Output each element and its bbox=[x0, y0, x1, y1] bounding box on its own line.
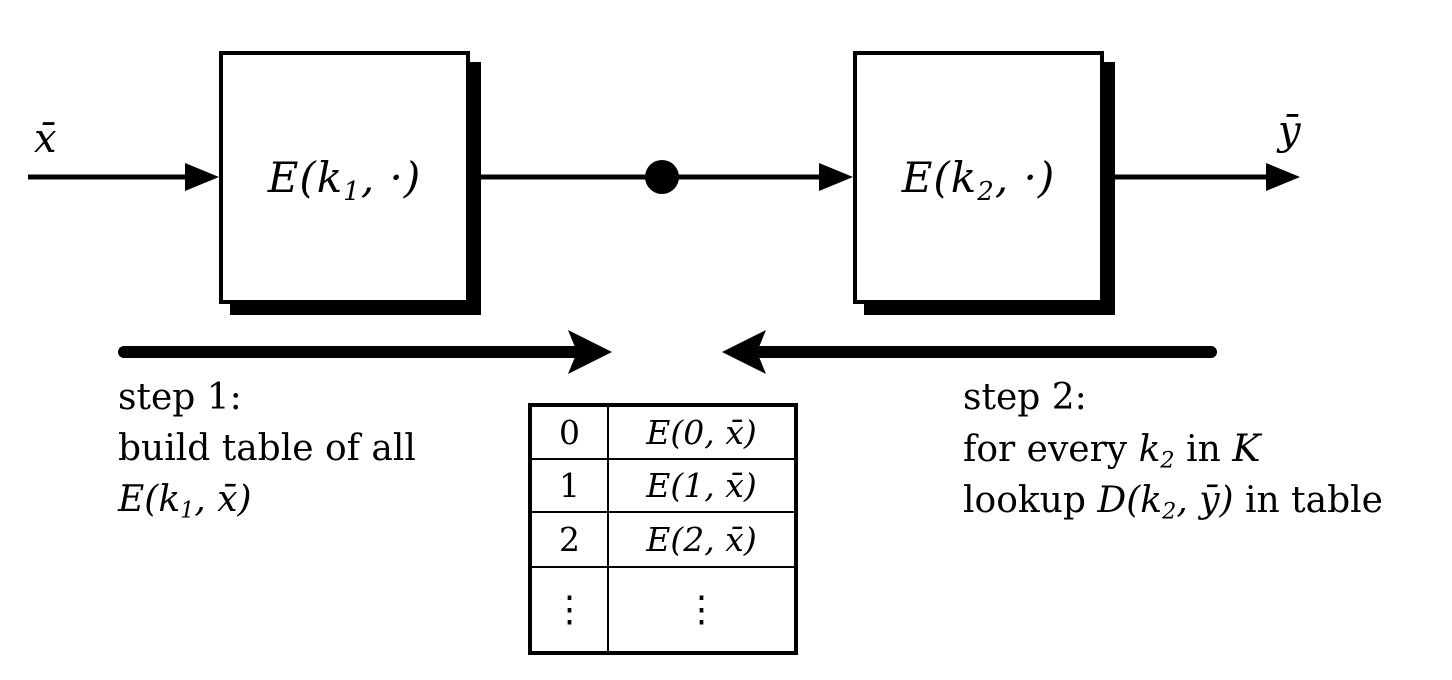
step1-title: step 1: bbox=[118, 377, 242, 418]
table-key-cell: 1 bbox=[532, 460, 609, 513]
table-value-cell: E(2, x̄) bbox=[609, 513, 794, 568]
step1-arrowhead-icon bbox=[568, 330, 612, 374]
lookup-table: 0 E(0, x̄) 1 E(1, x̄) 2 E(2, x̄) ⋮ ⋮ bbox=[528, 403, 798, 655]
keyspace-symbol: K bbox=[1232, 426, 1261, 470]
step2-annotation: step 2: for every k2 in K lookup D(k2, ȳ… bbox=[963, 372, 1383, 526]
table-key-cell-ellipsis: ⋮ bbox=[532, 568, 609, 651]
step2-title: step 2: bbox=[963, 377, 1087, 418]
table-value-cell-ellipsis: ⋮ bbox=[683, 589, 720, 630]
table-value-cell: E(0, x̄) bbox=[609, 407, 794, 460]
encryption-box-2-label: E(k2, ·) bbox=[901, 153, 1056, 207]
step1-math: E(k1, x̄) bbox=[118, 479, 252, 524]
input-label: x̄ bbox=[34, 116, 57, 162]
input-arrowhead-icon bbox=[185, 163, 219, 191]
encryption-box-1: E(k1, ·) bbox=[219, 51, 470, 304]
step2-arrowhead-icon bbox=[722, 330, 766, 374]
table-value-cell: E(1, x̄) bbox=[609, 460, 794, 513]
step2-line2: for every k2 in K bbox=[963, 426, 1261, 474]
middle-arrowhead-icon bbox=[819, 163, 853, 191]
output-arrowhead-icon bbox=[1266, 163, 1300, 191]
junction-dot-icon bbox=[645, 160, 679, 194]
encryption-box-1-label: E(k1, ·) bbox=[267, 153, 422, 207]
step1-annotation: step 1: build table of all E(k1, x̄) bbox=[118, 372, 416, 525]
step2-line3: lookup D(k2, ȳ) in table bbox=[963, 480, 1383, 525]
table-key-cell: 0 bbox=[532, 407, 609, 460]
encryption-box-2: E(k2, ·) bbox=[853, 51, 1104, 304]
step1-line2: build table of all bbox=[118, 428, 416, 469]
output-label: ȳ bbox=[1278, 108, 1301, 154]
table-key-cell: 2 bbox=[532, 513, 609, 568]
